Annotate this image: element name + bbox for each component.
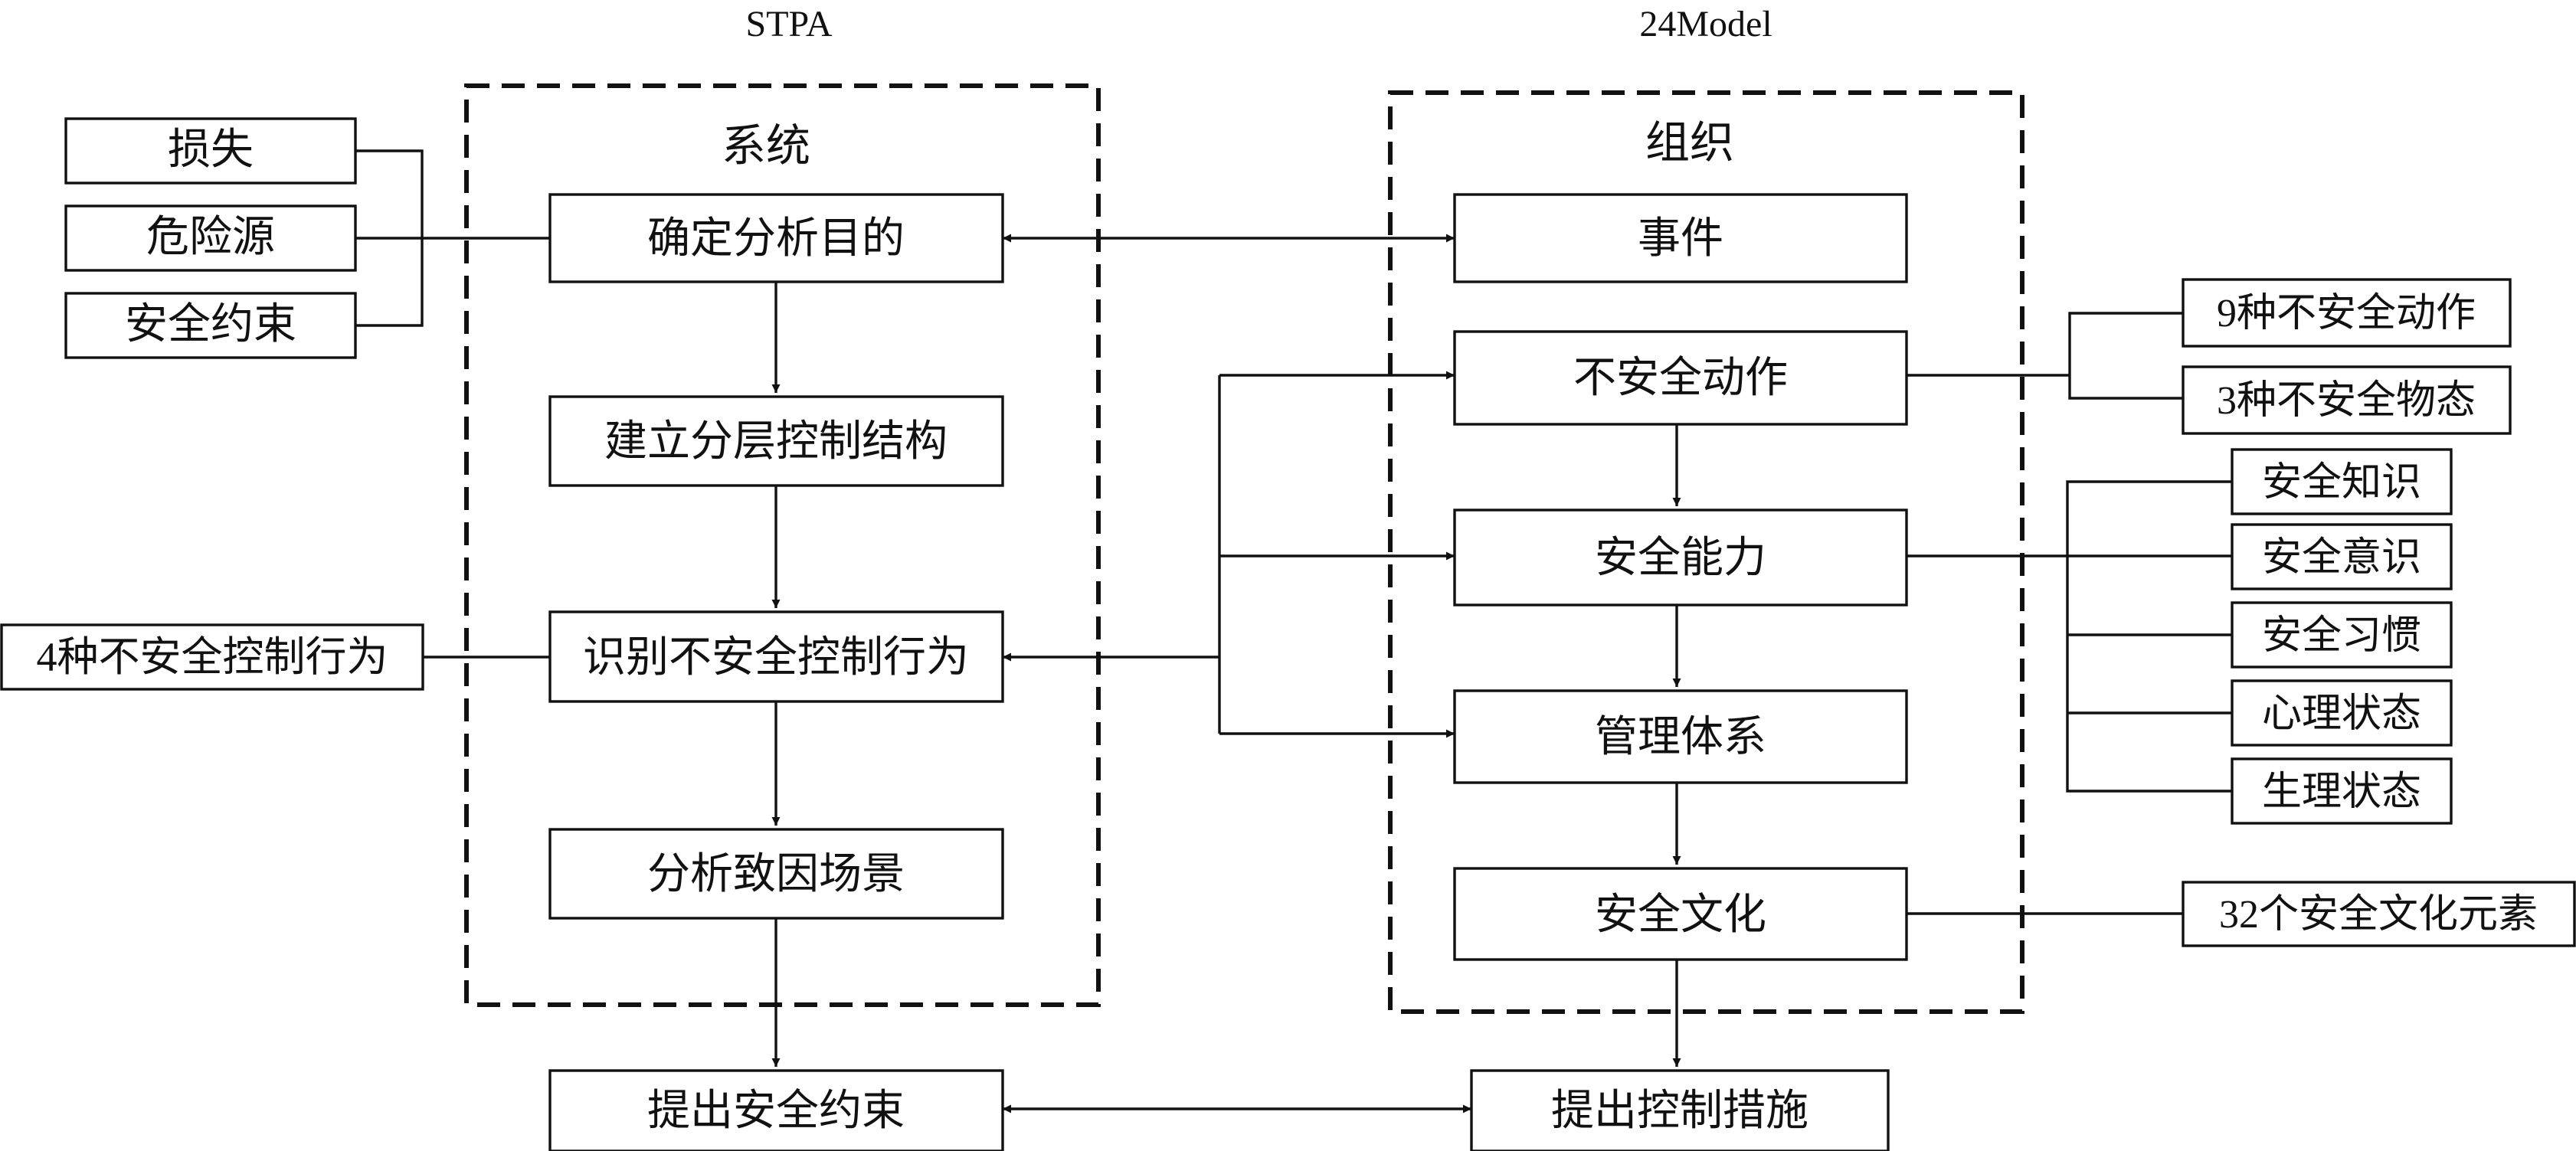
model-step-management-system-label: 管理体系: [1595, 714, 1766, 761]
note-box-9-unsafe-acts: [2182, 278, 2512, 348]
output-safety-constraints-label: 提出安全约束: [647, 1087, 905, 1135]
stpa-step-causal-scenarios-label: 分析致因场景: [647, 851, 905, 898]
input-label-hazard: 危险源: [146, 214, 275, 261]
note-label-9-unsafe-acts: 9种不安全动作: [2217, 292, 2476, 335]
input-label-loss: 损失: [168, 126, 254, 174]
stpa-title: STPA: [746, 4, 833, 44]
uca-note-box: [0, 623, 424, 691]
model-step-event: [1453, 193, 1908, 283]
input-box-hazard: [64, 204, 357, 272]
ability-note-bracket: [2066, 480, 2232, 793]
output-control-measures-label: 提出控制措施: [1551, 1087, 1808, 1135]
uca-note-label: 4种不安全控制行为: [37, 634, 388, 680]
stpa-step-control-structure: [548, 395, 1004, 487]
model-step-management-system: [1453, 689, 1908, 784]
stpa-step-define-purpose: [548, 193, 1004, 283]
model-step-unsafe-acts-label: 不安全动作: [1573, 355, 1788, 402]
input-label-constraint: 安全约束: [125, 301, 296, 348]
stpa-step-identify-uca: [548, 610, 1004, 703]
organization-group-label: 组织: [1645, 118, 1734, 168]
model-step-safety-culture: [1453, 867, 1908, 961]
system-group-label: 系统: [722, 121, 810, 171]
input-box-loss: [64, 117, 357, 185]
24model-title: 24Model: [1639, 4, 1772, 44]
output-control-measures: [1470, 1069, 1890, 1151]
note-label-safety-habits: 安全习惯: [2262, 614, 2421, 658]
note-box-psychological-state: [2231, 679, 2453, 747]
note-label-physiological-state: 生理状态: [2262, 770, 2421, 814]
model-step-safety-culture-label: 安全文化: [1595, 891, 1766, 939]
note-label-3-unsafe-states: 3种不安全物态: [2217, 379, 2476, 423]
input-box-constraint: [64, 292, 357, 359]
note-box-safety-knowledge: [2231, 448, 2453, 515]
note-box-culture-elements: [2182, 881, 2576, 947]
note-box-3-unsafe-states: [2182, 365, 2512, 435]
stpa-step-identify-uca-label: 识别不安全控制行为: [583, 634, 969, 682]
organization-group-frame: [1388, 90, 2024, 1014]
system-group-frame: [464, 83, 1101, 1007]
note-label-safety-knowledge: 安全知识: [2262, 461, 2421, 505]
note-box-safety-awareness: [2231, 523, 2453, 590]
note-label-culture-elements: 32个安全文化元素: [2219, 893, 2538, 937]
model-step-safety-ability-label: 安全能力: [1595, 535, 1766, 582]
stpa-step-control-structure-label: 建立分层控制结构: [604, 418, 948, 466]
note-label-psychological-state: 心理状态: [2262, 692, 2421, 736]
unsafe-acts-note-bracket: [2068, 312, 2183, 400]
note-box-safety-habits: [2231, 601, 2453, 669]
note-box-physiological-state: [2231, 757, 2453, 825]
model-step-event-label: 事件: [1638, 215, 1723, 263]
note-label-safety-awareness: 安全意识: [2262, 536, 2421, 580]
stpa-step-causal-scenarios: [548, 828, 1004, 920]
model-step-safety-ability: [1453, 508, 1908, 607]
model-step-unsafe-acts: [1453, 330, 1908, 426]
stpa-step-define-purpose-label: 确定分析目的: [647, 215, 905, 263]
output-safety-constraints: [548, 1069, 1004, 1151]
